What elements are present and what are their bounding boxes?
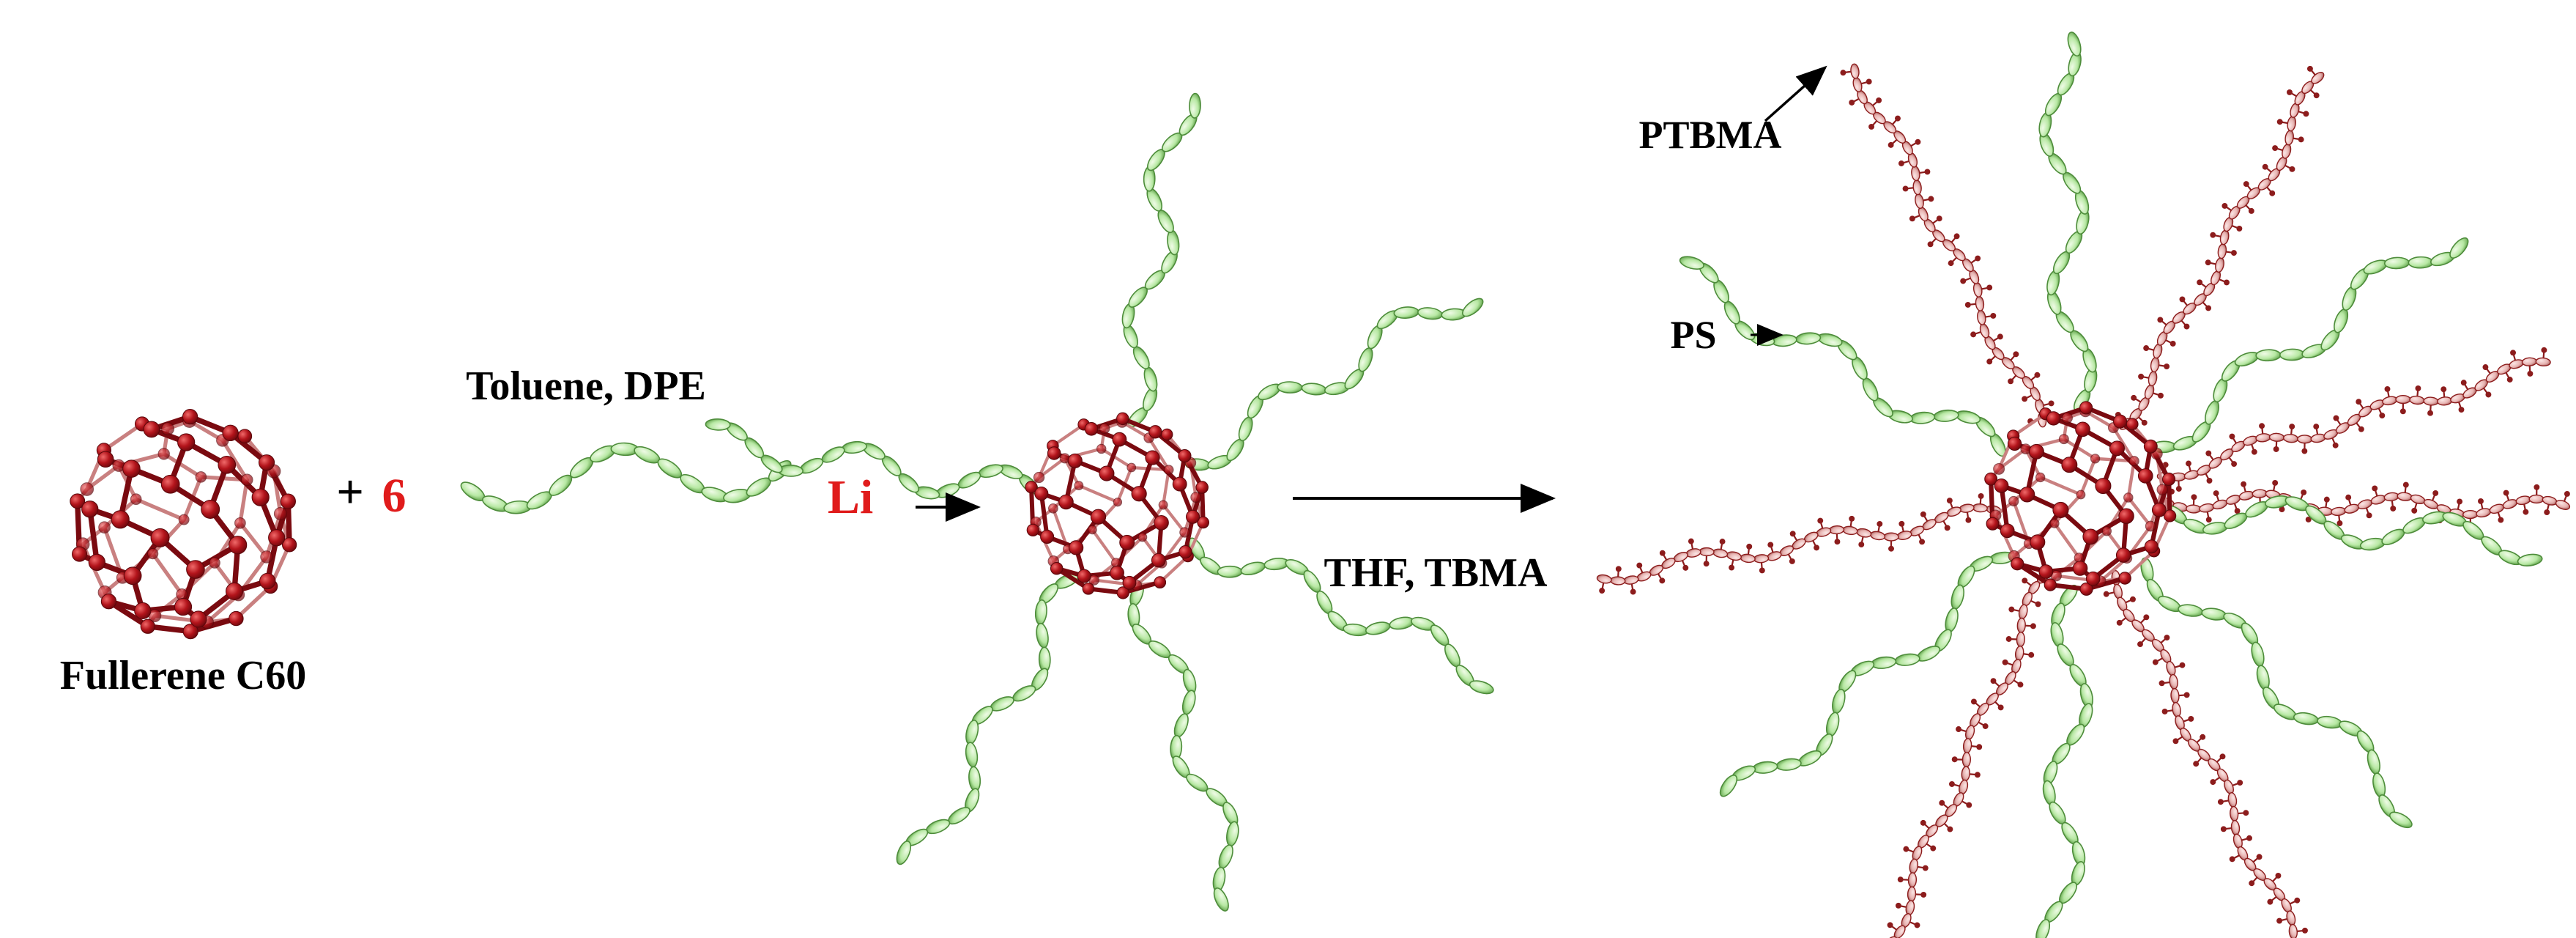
conditions-thf-tbma: THF, TBMA (1324, 550, 1548, 596)
ps-arm-right-1 (2038, 32, 2098, 412)
fullerene-label: Fullerene C60 (60, 653, 306, 698)
ps-arm-right-7 (1679, 256, 2006, 457)
ps-arm-right-3 (2166, 495, 2543, 566)
ps-arm-3 (1188, 537, 1494, 695)
polystyrene-chain-icon (460, 442, 792, 514)
ptbma-pointer-arrow-icon (1764, 65, 1827, 122)
ptbma-arm-1 (1840, 63, 2055, 428)
fullerene-molecules (70, 401, 2177, 640)
ps-arm-1 (1121, 92, 1201, 428)
ptbma-arm-5 (2103, 570, 2308, 938)
conditions-toluene-dpe: Toluene, DPE (466, 363, 706, 409)
plus-sign: + (336, 465, 364, 519)
c60-ball-core-right-icon (1984, 401, 2177, 596)
ptbma-arms (1596, 63, 2571, 938)
c60-ball-icon (70, 409, 297, 640)
ps-arm-2 (1184, 298, 1484, 471)
ps-label: PS (1670, 313, 1716, 357)
ptbma-arm-4 (2159, 480, 2571, 530)
stoichiometry-six: 6 (382, 469, 407, 522)
lithium-label: Li (828, 470, 873, 524)
ptbma-label: PTBMA (1639, 113, 1782, 157)
ptbma-arm-6 (1885, 571, 2055, 938)
ps-arm-right-4 (2140, 557, 2413, 829)
ptbma-arm-2 (2115, 65, 2325, 430)
polystyrene-arms (460, 32, 2543, 938)
ps-arm-5 (896, 573, 1079, 865)
ps-arm-right-5 (2035, 584, 2093, 938)
ps-arm-right-2 (2150, 237, 2469, 454)
ptbma-arm-3 (2156, 347, 2551, 492)
ptbma-arm-7 (1596, 493, 2002, 595)
c60-ball-core-icon (1025, 412, 1209, 599)
ps-arm-4 (1127, 582, 1239, 912)
ps-arm-right-6 (1719, 551, 2016, 797)
